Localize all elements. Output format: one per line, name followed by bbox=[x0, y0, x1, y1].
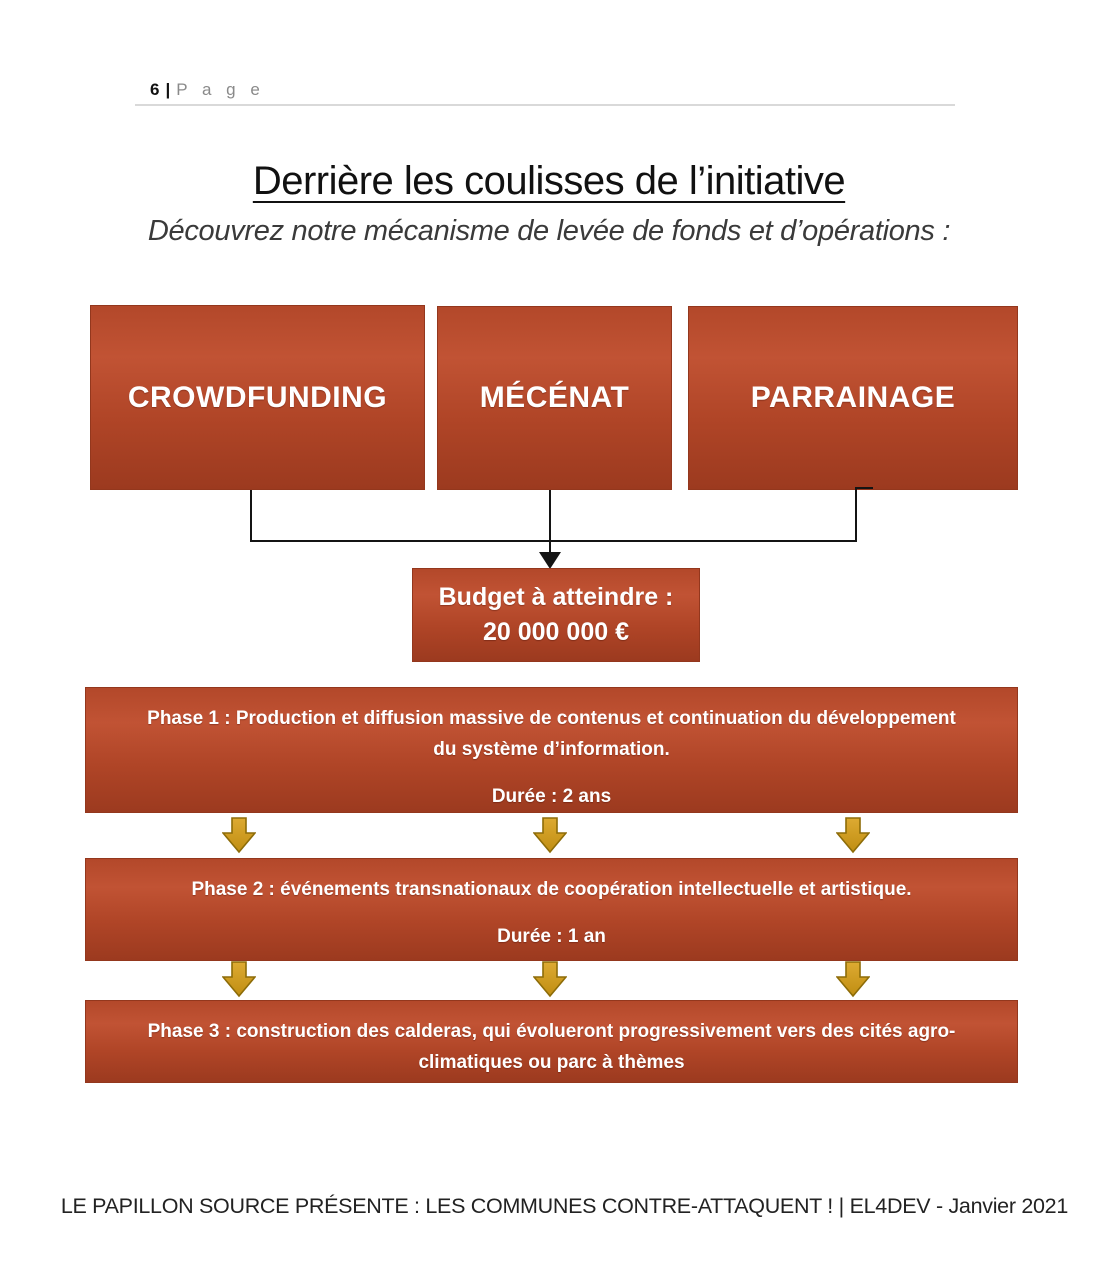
down-arrow-icon bbox=[836, 817, 870, 854]
phase-2-duration: Durée : 1 an bbox=[497, 926, 606, 947]
budget-line2: 20 000 000 € bbox=[483, 618, 629, 646]
phase-1-duration: Durée : 2 ans bbox=[491, 786, 612, 807]
header-rule bbox=[135, 104, 955, 106]
connector-arrowhead-icon bbox=[539, 552, 561, 569]
page-number-separator: | bbox=[165, 80, 171, 99]
connector-right-vertical bbox=[855, 488, 857, 542]
page-subtitle: Découvrez notre mécanisme de levée de fo… bbox=[147, 215, 951, 247]
crowdfunding-box: CROWDFUNDING bbox=[90, 305, 425, 490]
page-number: 6 bbox=[150, 80, 160, 99]
connector-left-vertical bbox=[250, 490, 252, 542]
phase-2-line1: Phase 2 : événements transnationaux de c… bbox=[191, 879, 912, 900]
parrainage-box: PARRAINAGE bbox=[688, 306, 1018, 490]
down-arrow-icon bbox=[533, 817, 567, 854]
budget-line1: Budget à atteindre : bbox=[438, 583, 674, 611]
phase-1-line1: Phase 1 : Production et diffusion massiv… bbox=[147, 708, 956, 729]
phase-2-box: Phase 2 : événements transnationaux de c… bbox=[85, 858, 1018, 961]
footer-text: LE PAPILLON SOURCE PRÉSENTE : LES COMMUN… bbox=[60, 1194, 1068, 1218]
page-label: P a g e bbox=[176, 80, 265, 99]
crowdfunding-label: CROWDFUNDING bbox=[127, 380, 388, 414]
phase-3-line1: Phase 3 : construction des calderas, qui… bbox=[147, 1021, 956, 1042]
phase-3-line2: climatiques ou parc à thèmes bbox=[418, 1052, 685, 1073]
down-arrow-icon bbox=[836, 961, 870, 998]
down-arrow-icon bbox=[533, 961, 567, 998]
page-number-header: 6 | P a g e bbox=[150, 80, 265, 100]
connector-center-vertical bbox=[549, 490, 551, 554]
down-arrow-icon bbox=[222, 961, 256, 998]
mecenat-box: MÉCÉNAT bbox=[437, 306, 672, 490]
connector-horizontal bbox=[250, 540, 857, 542]
parrainage-label: PARRAINAGE bbox=[750, 381, 956, 414]
page-title: Derrière les coulisses de l’initiative bbox=[252, 158, 846, 203]
connector-right-hook bbox=[855, 487, 873, 489]
down-arrow-icon bbox=[222, 817, 256, 854]
budget-box: Budget à atteindre : 20 000 000 € bbox=[412, 568, 700, 662]
phase-1-line2: du système d’information. bbox=[433, 739, 670, 760]
mecenat-label: MÉCÉNAT bbox=[479, 381, 630, 414]
phase-1-box: Phase 1 : Production et diffusion massiv… bbox=[85, 687, 1018, 813]
phase-3-box: Phase 3 : construction des calderas, qui… bbox=[85, 1000, 1018, 1083]
